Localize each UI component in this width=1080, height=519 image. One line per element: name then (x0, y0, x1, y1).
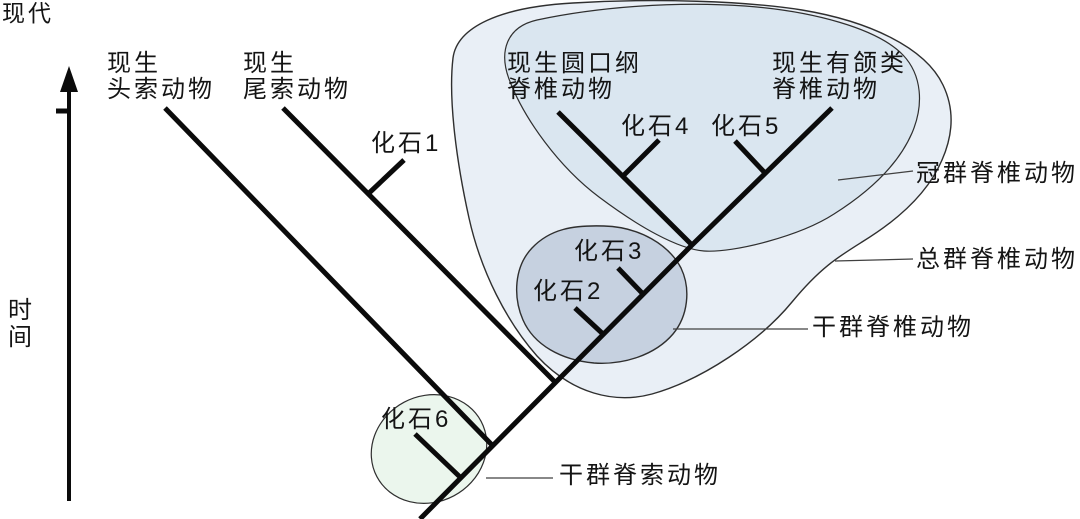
label-fossil-4: 化石4 (621, 113, 692, 140)
label-fossil-3: 化石3 (574, 238, 645, 265)
crown-group-vertebrates-blob (504, 3, 921, 252)
cephalochordate-branch-line (163, 106, 494, 447)
label-cyclostomata: 现生圆口纲 脊椎动物 (507, 50, 642, 103)
cyclostome-branch-line (556, 110, 694, 247)
time-axis-arrowhead-icon (60, 66, 78, 92)
label-fossil-2: 化石2 (533, 278, 604, 305)
label-fossil-1: 化石1 (371, 130, 442, 157)
urochordate-branch-line (281, 106, 557, 384)
fossil5-branch (733, 139, 767, 175)
fossil3-branch (616, 266, 645, 296)
label-cephalochordata: 现生 头索动物 (107, 50, 215, 103)
label-gnathostomata: 现生有颌类 脊椎动物 (772, 50, 907, 103)
fossil4-branch (621, 138, 661, 178)
label-fossil-5: 化石5 (711, 113, 782, 140)
label-total-group-vertebrates: 总群脊椎动物 (916, 246, 1078, 273)
label-crown-group-vertebrates: 冠群脊椎动物 (916, 160, 1078, 187)
label-time-axis: 时间 (8, 297, 32, 351)
label-fossil-6: 化石6 (381, 406, 452, 433)
stem-group-vertebrates-blob (515, 225, 688, 364)
crown-group-leader-line (837, 170, 914, 181)
label-stem-group-vertebrates: 干群脊椎动物 (812, 314, 974, 341)
total-group-leader-line (834, 258, 914, 262)
label-stem-group-chordates: 干群脊索动物 (559, 462, 721, 489)
fossil6-branch (413, 432, 462, 479)
fossil1-branch (366, 158, 406, 196)
fossil2-branch (573, 306, 605, 336)
label-modern: 现代 (2, 0, 54, 26)
label-urochordata: 现生 尾索动物 (243, 50, 351, 103)
